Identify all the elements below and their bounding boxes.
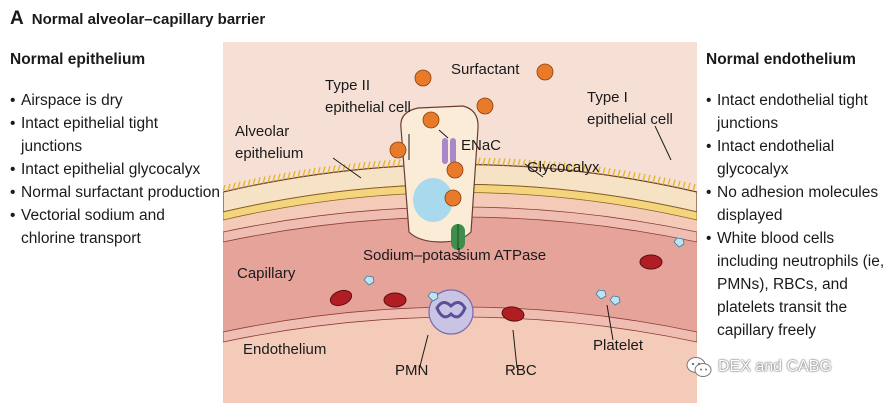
left-item: Intact epithelial tight junctions — [10, 112, 222, 158]
right-item: Intact endothelial glycocalyx — [706, 135, 890, 181]
type2-label-line2: epithelial cell — [325, 99, 411, 116]
red-blood-cells — [329, 254, 663, 322]
surfactant-granule — [476, 97, 494, 115]
nucleus — [413, 178, 453, 222]
surfactant-granule — [536, 63, 554, 81]
rbc-cell — [329, 289, 353, 307]
left-item: Intact epithelial glycocalyx — [10, 158, 222, 181]
platelet-cell — [363, 275, 375, 286]
left-item: Normal surfactant production — [10, 181, 222, 204]
rbc-cell — [383, 292, 407, 308]
left-item: Airspace is dry — [10, 89, 222, 112]
normal-epithelium-panel: Normal epithelium Airspace is dry Intact… — [10, 48, 222, 250]
atpase-pump — [451, 224, 465, 250]
endothelium-bottom — [223, 306, 697, 343]
type2-epithelial-cell — [400, 105, 479, 243]
panel-letter: A — [10, 8, 24, 29]
rbc-cell — [501, 306, 525, 322]
right-heading: Normal endothelium — [706, 51, 856, 68]
endothelium-label: Endothelium — [243, 341, 326, 358]
glycocalyx-label: Glycocalyx — [527, 159, 600, 176]
right-item: No adhesion molecules displayed — [706, 181, 890, 227]
right-item: White blood cells including neutrophils … — [706, 227, 890, 342]
pmn-label: PMN — [395, 362, 428, 379]
surfactant-granule — [446, 161, 464, 179]
platelets — [363, 237, 685, 306]
right-item: Intact endothelial tight junctions — [706, 89, 890, 135]
figure-title: A Normal alveolar–capillary barrier — [10, 6, 265, 32]
platelet-cell — [609, 295, 621, 306]
panel-title: Normal alveolar–capillary barrier — [31, 10, 266, 28]
watermark-text: DEX and CABG — [718, 358, 832, 375]
rbc-label: RBC — [505, 362, 537, 379]
surfactant-granules — [389, 63, 554, 207]
atpase-label: Sodium–potassium ATPase — [363, 247, 546, 264]
left-item: Vectorial sodium and chlorine transport — [10, 204, 222, 250]
alveolar-capillary-diagram: Surfactant Type II epithelial cell Type … — [223, 42, 697, 403]
type2-label-line1: Type II — [325, 77, 370, 94]
surfactant-granule — [444, 189, 462, 207]
type1-label-line2: epithelial cell — [587, 111, 673, 128]
platelet-label: Platelet — [593, 337, 644, 354]
surfactant-granule — [422, 111, 440, 129]
left-list: Airspace is dry Intact epithelial tight … — [10, 89, 222, 250]
capillary-label: Capillary — [237, 265, 296, 282]
right-list: Intact endothelial tight junctions Intac… — [706, 89, 890, 342]
normal-endothelium-panel: Normal endothelium Intact endothelial ti… — [706, 48, 890, 342]
watermark: DEX and CABG — [686, 356, 832, 378]
capillary-lumen — [223, 207, 697, 342]
platelet-cell — [673, 237, 685, 248]
enac-channel — [442, 138, 456, 164]
leader-lines — [332, 125, 672, 371]
type1-label-line1: Type I — [587, 89, 628, 106]
platelet-cell — [427, 291, 439, 302]
wechat-icon — [686, 357, 712, 377]
platelet-cell — [595, 289, 607, 300]
basement-membrane — [223, 184, 697, 221]
surfactant-label: Surfactant — [451, 61, 520, 78]
endothelium-top — [223, 206, 697, 243]
rbc-cell — [639, 254, 663, 270]
surfactant-granule — [389, 141, 407, 159]
alveolar-label-line2: epithelium — [235, 145, 303, 162]
alveolar-label-line1: Alveolar — [235, 123, 289, 140]
left-heading: Normal epithelium — [10, 51, 146, 68]
surfactant-granule — [414, 69, 432, 87]
pmn-cell — [428, 289, 474, 335]
enac-label: ENaC — [461, 137, 501, 154]
